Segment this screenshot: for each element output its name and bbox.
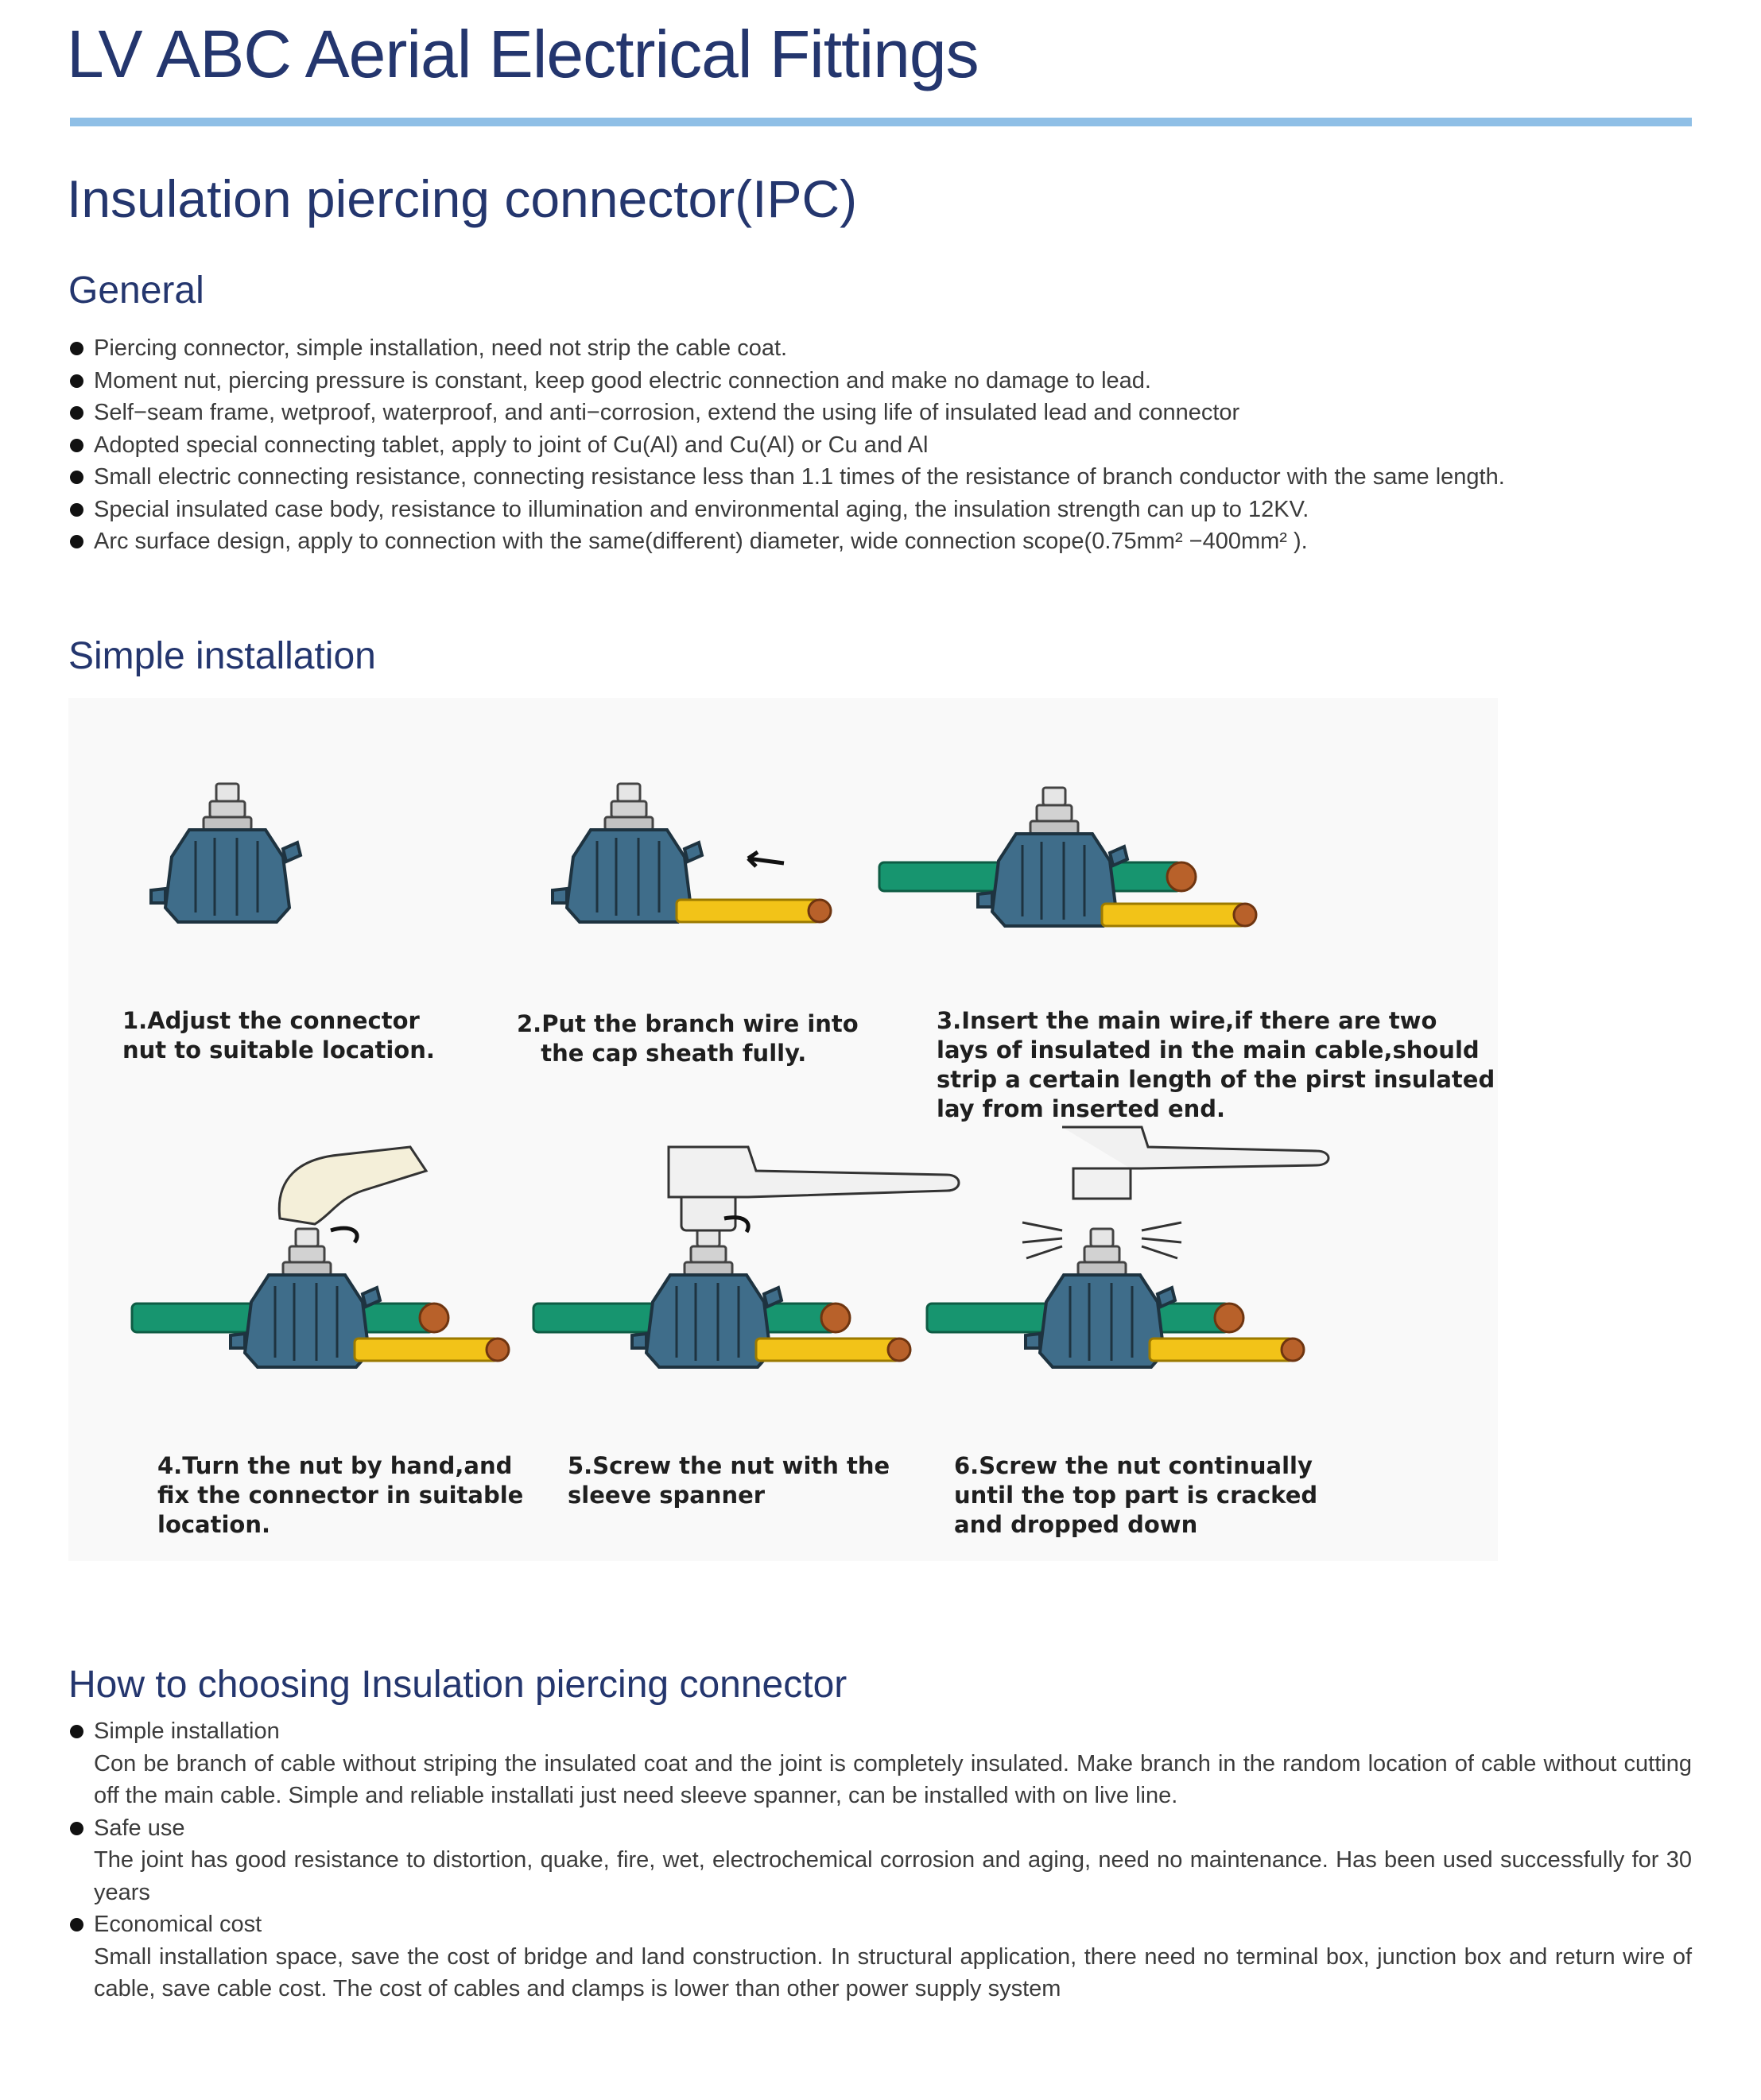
list-item: Special insulated case body, resistance … xyxy=(70,494,1708,526)
step-4-caption: 4.Turn the nut by hand,and fix the conne… xyxy=(157,1452,524,1538)
step-1-caption: 1.Adjust the connector nut to suitable l… xyxy=(122,1007,435,1064)
list-item: Economical cost Small installation space… xyxy=(70,1908,1692,2005)
general-heading: General xyxy=(68,269,204,312)
bullet-icon xyxy=(70,471,83,484)
page-title: LV ABC Aerial Electrical Fittings xyxy=(67,17,979,91)
choosing-item-body: Con be branch of cable without striping … xyxy=(94,1750,1692,1809)
hand-icon xyxy=(277,1145,429,1226)
choosing-item-title: Simple installation xyxy=(94,1718,280,1744)
spanner-icon xyxy=(1062,1126,1330,1200)
choosing-heading: How to choosing Insulation piercing conn… xyxy=(68,1664,848,1706)
bullet-icon xyxy=(70,1821,83,1835)
bullet-icon xyxy=(70,406,83,420)
choosing-list: Simple installation Con be branch of cab… xyxy=(70,1715,1692,2005)
bullet-icon xyxy=(70,1918,83,1931)
choosing-item-body: Small installation space, save the cost … xyxy=(94,1943,1692,2002)
step-5-illustration xyxy=(532,1145,960,1369)
step-4-illustration xyxy=(130,1145,510,1369)
rotate-arrow-icon xyxy=(723,1215,751,1234)
insert-arrow-icon xyxy=(747,850,785,868)
list-item: Piercing connector, simple installation,… xyxy=(70,332,1708,365)
list-item: Small electric connecting resistance, co… xyxy=(70,461,1708,494)
list-item: Simple installation Con be branch of cab… xyxy=(70,1715,1692,1812)
step-3-caption: 3.Insert the main wire,if there are two … xyxy=(937,1007,1495,1122)
bullet-icon xyxy=(70,342,83,355)
choosing-item-body: The joint has good resistance to distort… xyxy=(94,1847,1692,1905)
crack-lines-icon xyxy=(1022,1221,1182,1260)
list-item: Safe use The joint has good resistance t… xyxy=(70,1812,1692,1909)
section-title: Insulation piercing connector(IPC) xyxy=(67,169,858,228)
bullet-icon xyxy=(70,502,83,517)
list-item: Self−seam frame, wetproof, waterproof, a… xyxy=(70,397,1708,429)
choosing-item-title: Economical cost xyxy=(94,1912,262,1937)
list-item: Arc surface design, apply to connection … xyxy=(70,525,1708,558)
list-item: Moment nut, piercing pressure is constan… xyxy=(70,365,1708,397)
step-2-illustration xyxy=(551,782,832,924)
step-6-illustration xyxy=(925,1126,1330,1369)
general-bullet-list: Piercing connector, simple installation,… xyxy=(70,332,1708,558)
step-2-caption: 2.Put the branch wire into the cap sheat… xyxy=(517,1010,859,1067)
bullet-icon xyxy=(70,438,83,452)
bullet-icon xyxy=(70,374,83,388)
installation-illustrations xyxy=(130,782,1330,1369)
spanner-icon xyxy=(667,1145,960,1199)
title-divider xyxy=(70,118,1692,126)
bullet-icon xyxy=(70,1725,83,1738)
installation-steps-panel: 1.Adjust the connector nut to suitable l… xyxy=(68,698,1498,1561)
rotate-arrow-icon xyxy=(330,1226,359,1244)
step-1-illustration xyxy=(149,782,302,924)
list-item: Adopted special connecting tablet, apply… xyxy=(70,429,1708,462)
step-3-illustration xyxy=(878,786,1258,928)
choosing-item-title: Safe use xyxy=(94,1815,185,1841)
step-5-caption: 5.Screw the nut with the sleeve spanner xyxy=(568,1452,890,1509)
bullet-icon xyxy=(70,535,83,548)
installation-heading: Simple installation xyxy=(68,635,376,677)
step-6-caption: 6.Screw the nut continually until the to… xyxy=(954,1452,1318,1538)
